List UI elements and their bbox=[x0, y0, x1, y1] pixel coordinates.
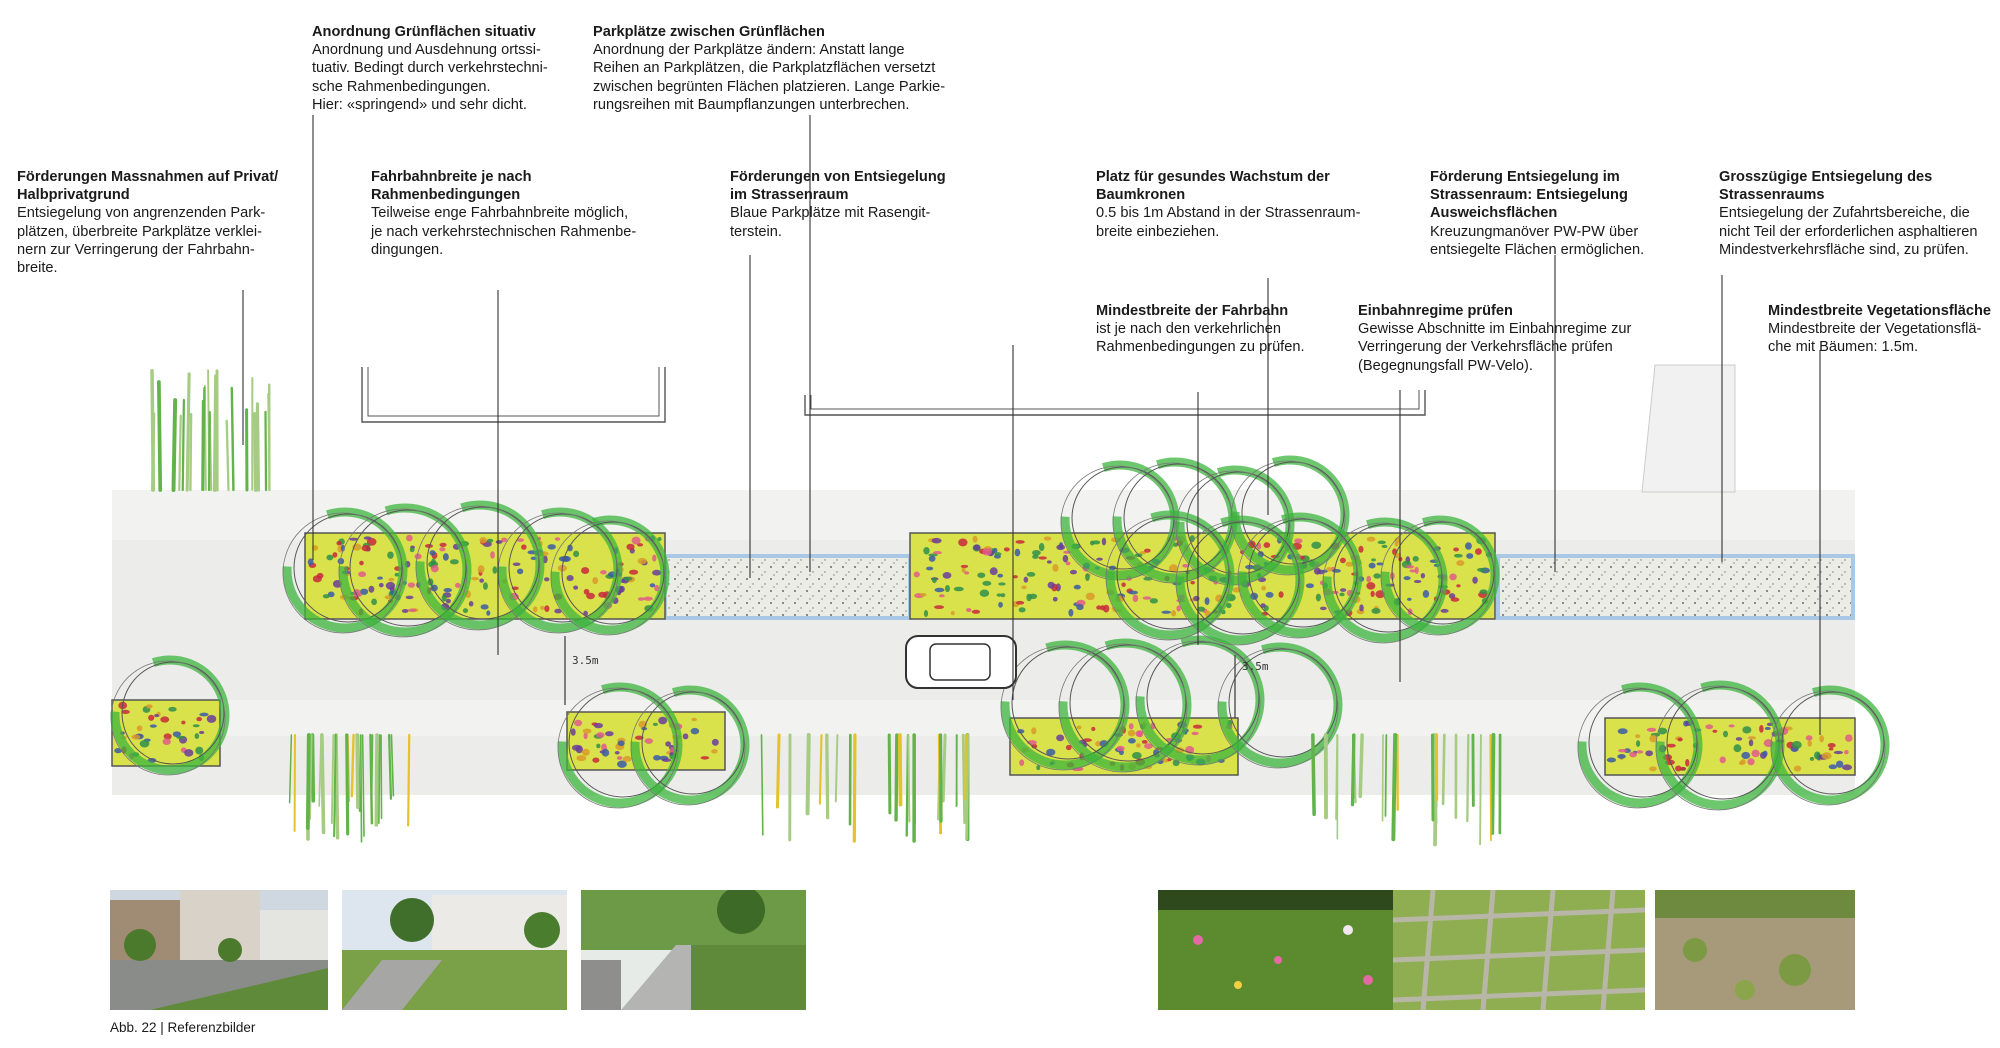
tree-crown bbox=[1058, 638, 1192, 773]
annotation-gruenflaechen-situativ: Anordnung Grünflächen situativ Anordnung… bbox=[312, 24, 548, 113]
tree-crown bbox=[557, 682, 683, 809]
annotation-einbahnregime: Einbahnregime prüfen Gewisse Abschnitte … bbox=[1358, 303, 1632, 374]
annotation-entsiegelung-strassenraum: Förderungen von Entsiegelung im Strassen… bbox=[730, 169, 946, 240]
grass-strip bbox=[150, 369, 271, 492]
car-sketch bbox=[905, 635, 1017, 689]
reference-photo-sidewalk-trees bbox=[581, 890, 806, 1010]
reference-photo-street-greenery bbox=[110, 890, 328, 1010]
tree-crown bbox=[338, 503, 472, 638]
dimension-label: 3.5m bbox=[572, 654, 599, 667]
tree-crown bbox=[1175, 515, 1305, 646]
reference-photo-street-trees bbox=[342, 890, 567, 1010]
building-outline bbox=[1641, 364, 1736, 493]
tree-crown bbox=[1655, 680, 1785, 811]
annotation-privatgrund: Förderungen Massnahmen auf Privat/ Halbp… bbox=[17, 169, 279, 277]
bracket bbox=[804, 390, 1426, 416]
tree-crown bbox=[1380, 515, 1500, 636]
annotation-parkplaetze: Parkplätze zwischen Grünflächen Anordnun… bbox=[593, 24, 946, 113]
annotation-fahrbahnbreite: Fahrbahnbreite je nach Rahmenbedingungen… bbox=[371, 169, 637, 258]
dimension-label: 3.5m bbox=[1242, 660, 1269, 673]
bracket bbox=[367, 367, 660, 417]
annotation-mindestbreite-vegetation: Mindestbreite Vegetationsfläche Mindestb… bbox=[1768, 303, 1992, 356]
tree-crown bbox=[550, 515, 670, 636]
tree-crown bbox=[497, 507, 623, 634]
tree-crown bbox=[1237, 512, 1363, 639]
tree-crown bbox=[1577, 682, 1703, 809]
tree-crown bbox=[630, 685, 750, 806]
sidewalk-top bbox=[112, 490, 1855, 540]
tree-crown bbox=[282, 507, 408, 634]
tree-crown bbox=[415, 500, 545, 631]
figure-caption: Abb. 22 | Referenzbilder bbox=[110, 1020, 256, 1035]
grass-strip bbox=[288, 733, 411, 843]
tree-crown bbox=[1322, 517, 1448, 644]
tree-crown bbox=[1000, 640, 1130, 771]
bracket bbox=[361, 367, 666, 423]
planting-bed bbox=[1604, 717, 1856, 776]
grass-strip bbox=[1311, 733, 1502, 847]
annotation-grosszuegige-entsiegelung: Grosszügige Entsiegelung des Strassenrau… bbox=[1719, 169, 1978, 258]
reference-photo-wildflower-meadow bbox=[1158, 890, 1404, 1010]
reference-photo-grass-pavers bbox=[1393, 890, 1645, 1010]
sidewalk-bottom bbox=[112, 700, 1855, 736]
annotation-baumkronen: Platz für gesundes Wachstum der Baumkron… bbox=[1096, 169, 1361, 240]
annotation-ausweichflaechen: Förderung Entsiegelung im Strassenraum: … bbox=[1430, 169, 1645, 258]
bracket bbox=[810, 390, 1420, 410]
tree-crown bbox=[1217, 642, 1343, 769]
reference-photo-gravel-grass bbox=[1655, 890, 1855, 1010]
grass-strip bbox=[760, 733, 970, 843]
tree-crown bbox=[110, 655, 230, 776]
tree-crown bbox=[1770, 685, 1890, 806]
annotation-mindestbreite-fahrbahn: Mindestbreite der Fahrbahn ist je nach d… bbox=[1096, 303, 1305, 356]
tree-crown bbox=[1135, 635, 1265, 766]
tree-crown bbox=[1105, 510, 1235, 641]
